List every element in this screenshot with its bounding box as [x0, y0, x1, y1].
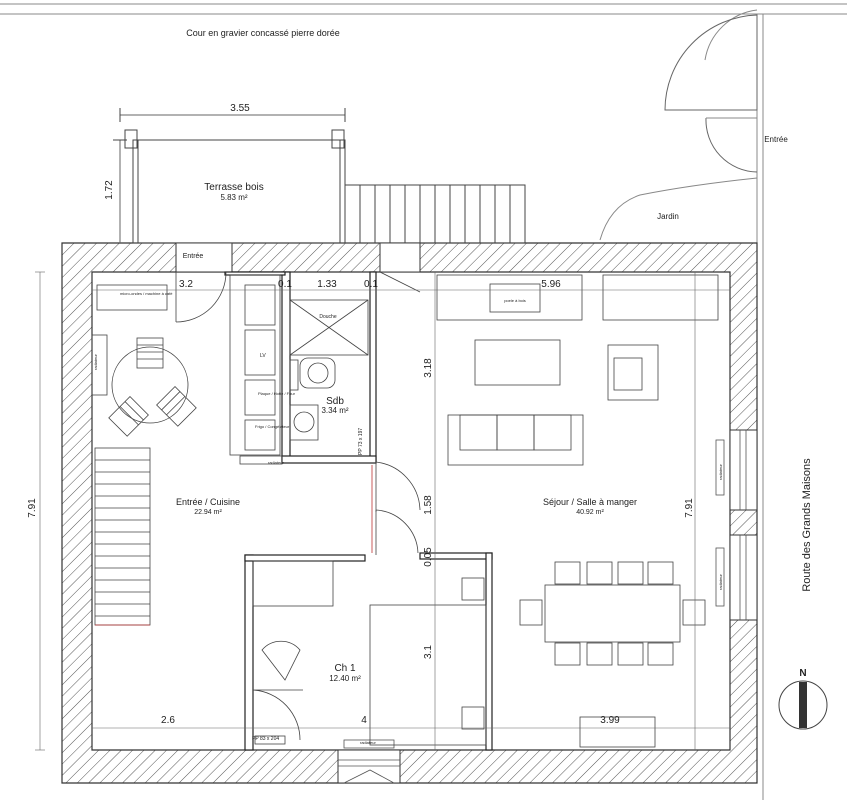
doors	[175, 271, 421, 741]
dim-3-18: 3.18	[423, 358, 434, 378]
fridge-label: Frigo / Congélateur	[255, 424, 290, 429]
interior-stairs	[94, 447, 151, 626]
dim-1-33: 1.33	[317, 279, 337, 290]
exterior-walls	[61, 242, 758, 784]
terrace-name: Terrasse bois	[204, 182, 263, 193]
dim-0-05: 0.05	[423, 547, 434, 567]
property-boundary	[0, 3, 847, 800]
dim-terrace-width: 3.55	[230, 103, 250, 114]
wall-openings	[175, 242, 758, 784]
dim-1-58: 1.58	[423, 495, 434, 515]
street-entry-label: Entrée	[764, 135, 788, 144]
bedroom-furniture	[252, 560, 487, 746]
radiator-label-living-2: radiateur	[718, 574, 723, 590]
kitchen-area: 22.94 m²	[194, 509, 222, 516]
dim-left-height: 7.91	[27, 498, 38, 518]
bathroom-fixtures	[289, 299, 369, 441]
bedroom-name: Ch 1	[334, 663, 356, 674]
courtyard-label: Cour en gravier concassé pierre dorée	[186, 28, 340, 38]
shower-label: Douche	[319, 314, 336, 320]
lv-label: LV	[260, 353, 266, 359]
north-arrow-icon	[778, 680, 828, 730]
north-label: N	[799, 668, 806, 679]
microwave-label: micro-ondes / machine à café	[120, 291, 173, 296]
windows	[338, 430, 747, 784]
dim-terrace-depth: 1.72	[104, 180, 115, 200]
living-name: Séjour / Salle à manger	[543, 497, 637, 507]
hob-label: Plaque / Hotte / Four	[258, 391, 296, 396]
terrace-area: 5.83 m²	[220, 193, 247, 202]
radiator-label-bath: radiateur	[268, 460, 284, 465]
kitchen-units	[91, 274, 283, 465]
bed-door-label: PP 83 x 204	[252, 736, 279, 742]
dining-table	[519, 561, 706, 748]
dim-3-99: 3.99	[600, 715, 620, 726]
dimension-lines	[35, 271, 730, 751]
exterior-stairs	[344, 184, 526, 244]
kitchen-name: Entrée / Cuisine	[176, 497, 240, 507]
dim-2-6: 2.6	[161, 715, 175, 726]
dim-0-1-b: 0.1	[364, 279, 378, 290]
dim-right-height: 7.91	[684, 498, 695, 518]
radiator-label-living-1: radiateur	[718, 464, 723, 480]
entry-label: Entrée	[183, 253, 204, 260]
radiator-label-kitchen: radiateur	[93, 354, 98, 370]
garden-label: Jardin	[657, 212, 679, 221]
living-area: 40.92 m²	[576, 509, 604, 516]
bath-area: 3.34 m²	[321, 406, 348, 415]
dim-4: 4	[361, 715, 367, 726]
dim-0-1-a: 0.1	[278, 279, 292, 290]
dim-5-96: 5.96	[541, 279, 561, 290]
radiator-label-bed: radiateur	[360, 740, 376, 745]
bath-name: Sdb	[326, 396, 344, 407]
bedroom-area: 12.40 m²	[329, 674, 361, 683]
dim-3-2: 3.2	[179, 279, 193, 290]
road-label: Route des Grands Maisons	[801, 458, 813, 592]
kitchen-table	[108, 337, 197, 437]
terrace	[113, 108, 346, 244]
living-furniture	[436, 274, 719, 466]
dim-3-1: 3.1	[423, 645, 434, 659]
bath-door-label: PP 73 x 197	[358, 428, 364, 455]
stove-label: poele à bois	[504, 298, 526, 303]
